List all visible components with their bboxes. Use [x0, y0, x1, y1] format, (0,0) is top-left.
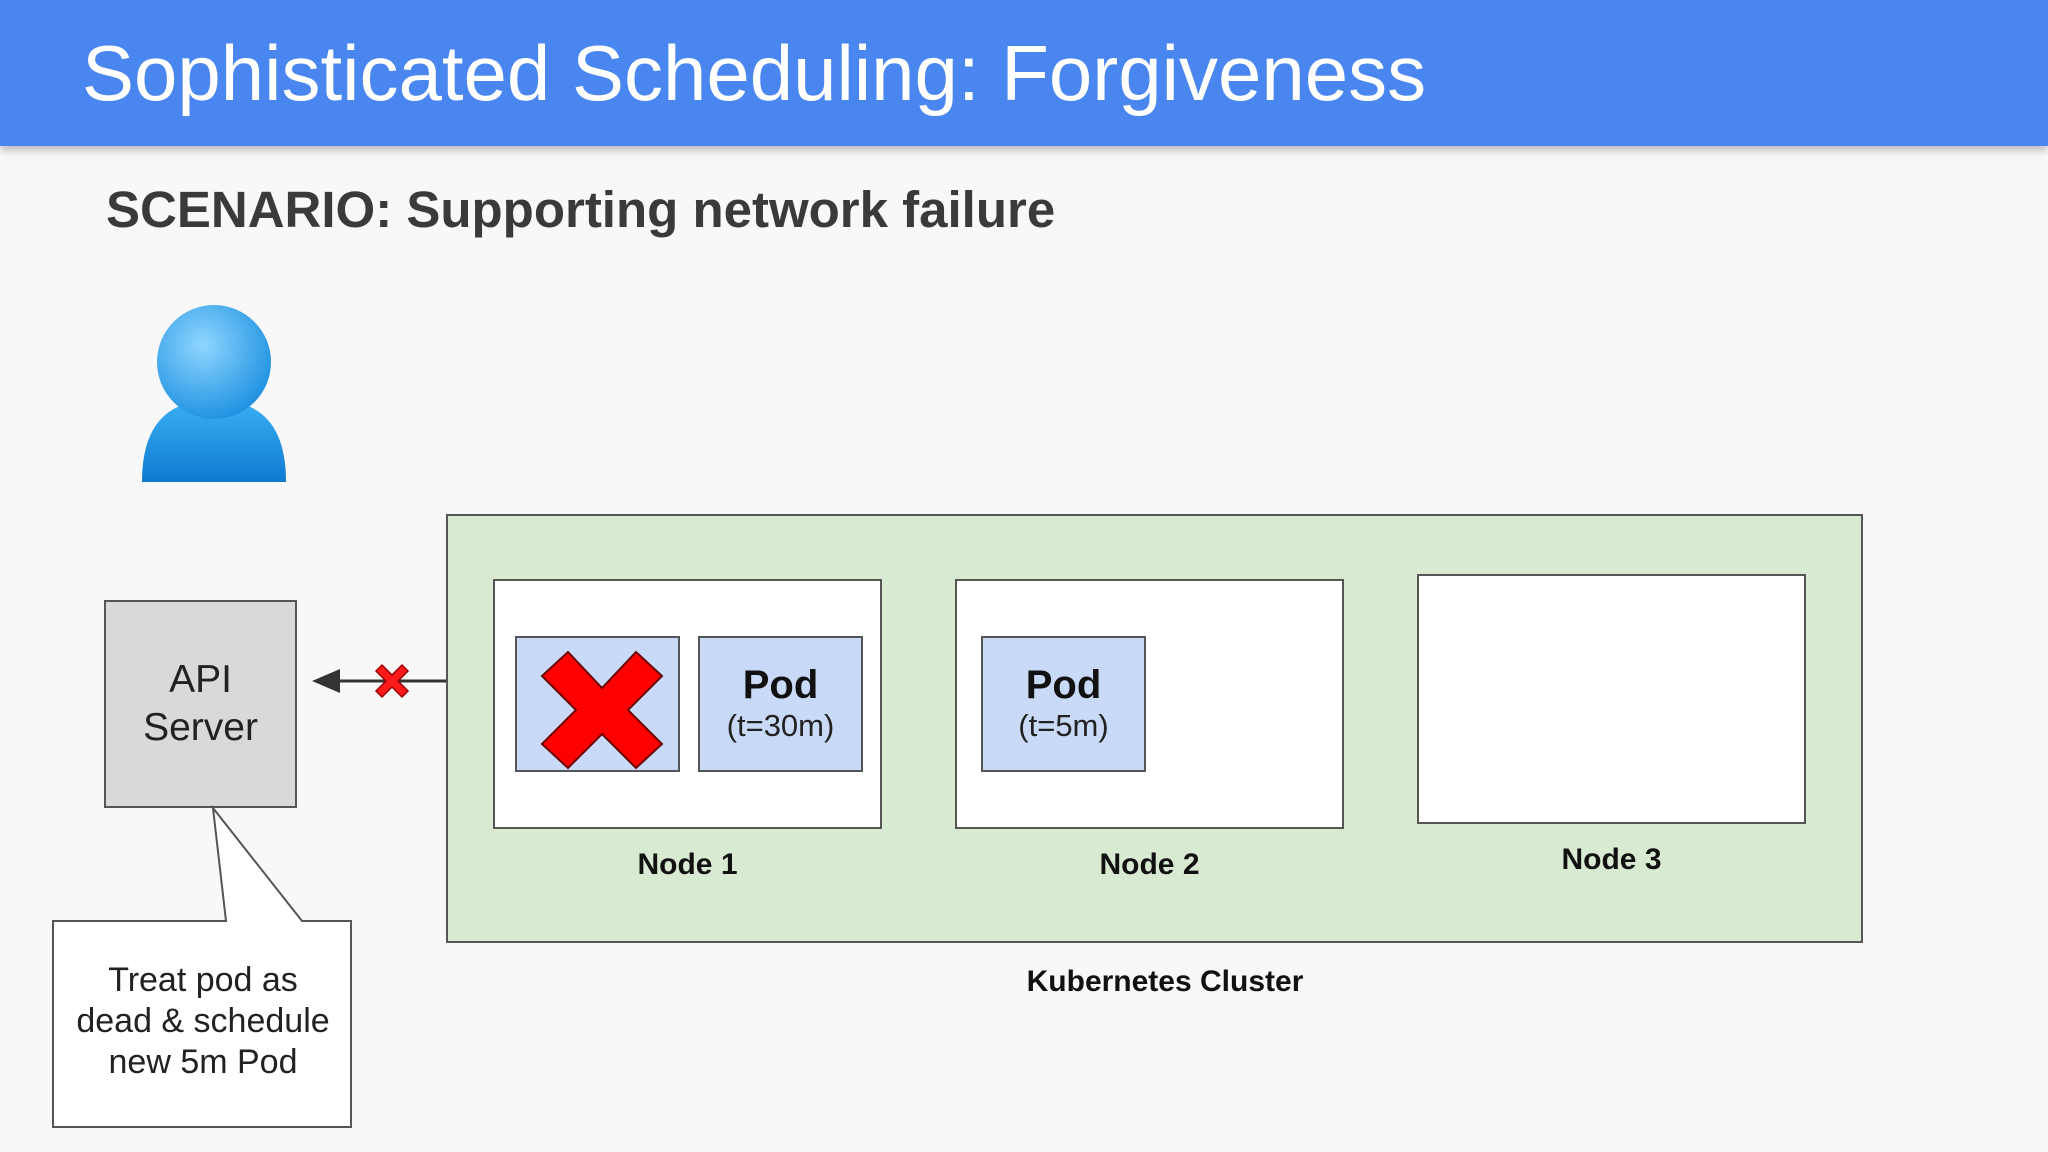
cluster-label: Kubernetes Cluster	[1026, 965, 1304, 998]
callout-bubble	[52, 805, 352, 1128]
callout-text: Treat pod as dead & schedule new 5m Pod	[54, 960, 352, 1083]
pod-label: Pod	[742, 663, 819, 708]
pod-node1: Pod (t=30m)	[698, 636, 863, 772]
node-1-label: Node 1	[637, 848, 738, 881]
user-icon	[142, 305, 286, 482]
callout-line2: dead & schedule	[76, 1002, 330, 1041]
callout-line3: new 5m Pod	[108, 1043, 298, 1082]
api-server-label-line2: Server	[143, 706, 258, 749]
failure-x-icon	[540, 650, 664, 770]
disconnected-x-icon	[374, 663, 410, 699]
node-3	[1417, 574, 1806, 824]
pod-node2: Pod (t=5m)	[981, 636, 1146, 772]
api-server-box: API Server	[104, 600, 297, 808]
scenario-subtitle: SCENARIO: Supporting network failure	[106, 181, 1056, 238]
api-server-label-line1: API	[169, 658, 232, 702]
slide-title: Sophisticated Scheduling: Forgiveness	[82, 29, 1427, 117]
node-3-label: Node 3	[1561, 843, 1662, 876]
title-bar	[0, 0, 2048, 146]
node-2-label: Node 2	[1099, 848, 1200, 881]
pod-label: Pod	[1025, 663, 1102, 708]
arrow-left-icon	[312, 669, 340, 693]
pod-time: (t=30m)	[726, 708, 835, 744]
pod-time: (t=5m)	[1018, 708, 1109, 744]
callout-line1: Treat pod as	[108, 961, 298, 999]
